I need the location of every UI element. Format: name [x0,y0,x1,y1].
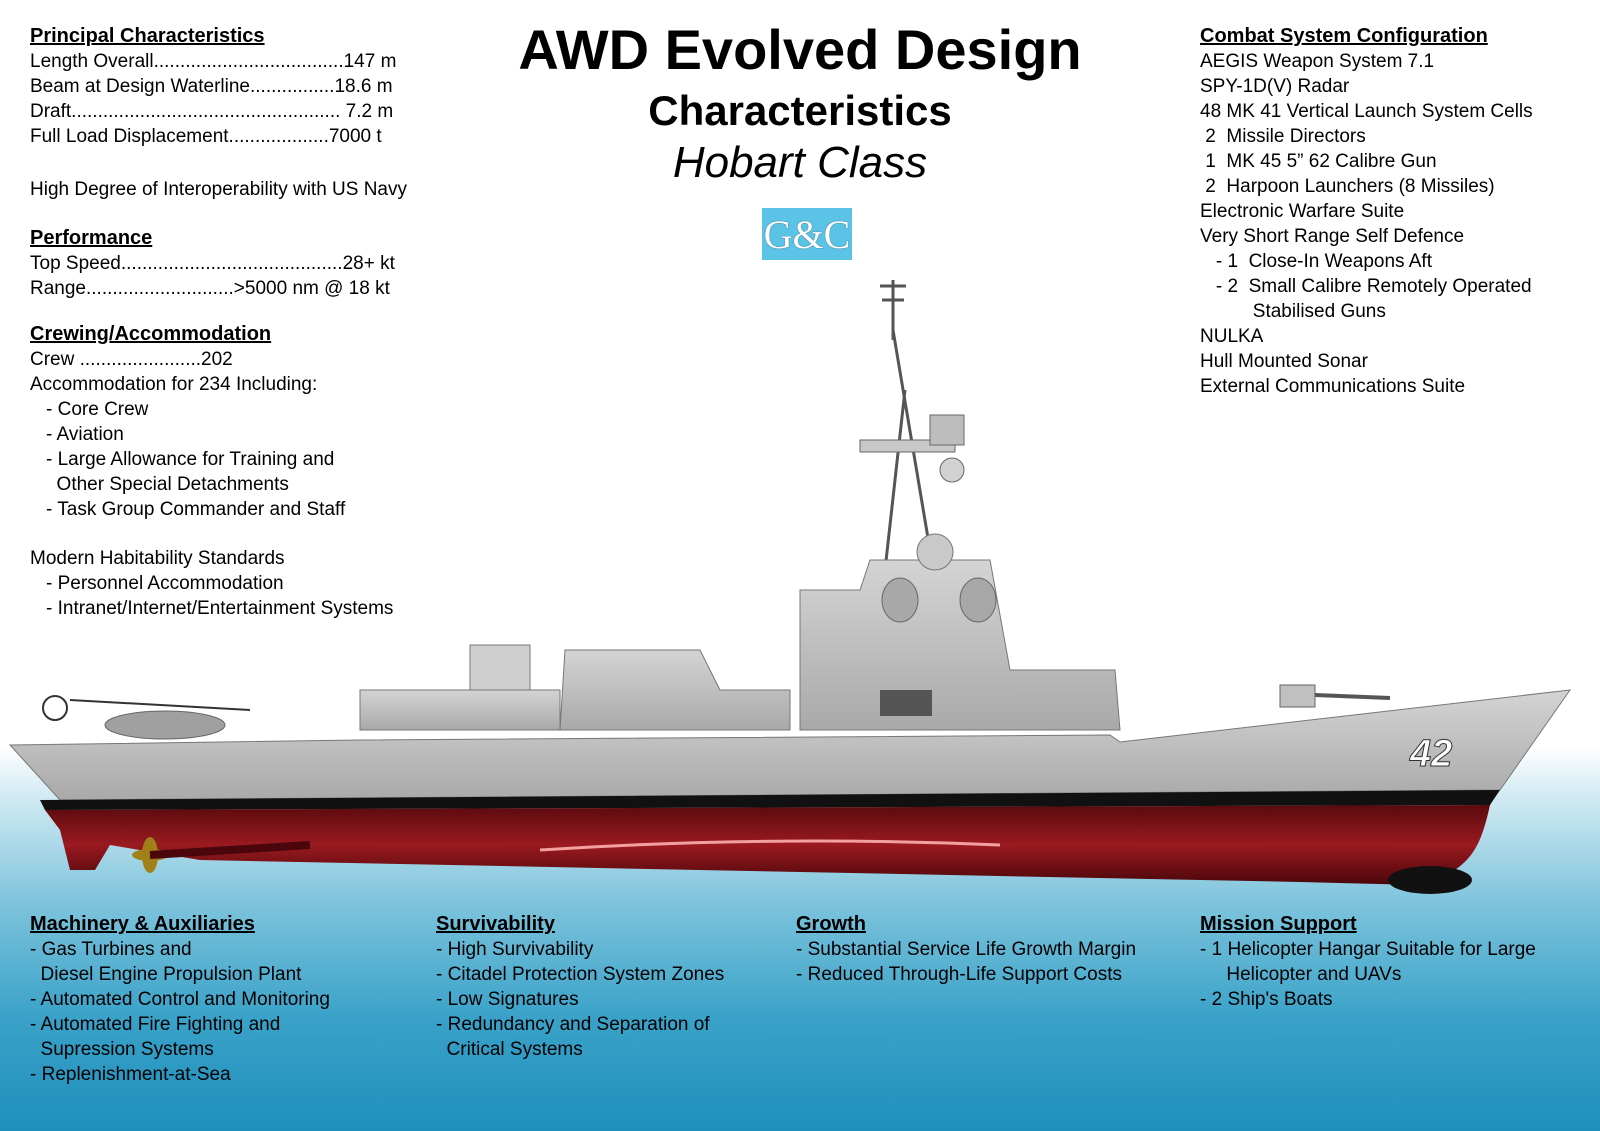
survivability-line: Critical Systems [436,1039,583,1060]
mission-line: - 2 Ship's Boats [1200,989,1333,1010]
habitability-item: - Personnel Accommodation [46,573,284,594]
hull-number: 42 [1409,733,1452,775]
machinery-line: - Gas Turbines and [30,939,192,960]
combat-system-section: Combat System Configuration AEGIS Weapon… [1200,24,1595,399]
combat-line: AEGIS Weapon System 7.1 [1200,51,1435,72]
interop-text: High Degree of Interoperability with US … [30,179,408,200]
machinery-line: - Automated Control and Monitoring [30,989,330,1010]
machinery-heading: Machinery & Auxiliaries [30,913,255,935]
spy-array-aft [959,577,997,623]
survivability-line: - High Survivability [436,939,594,960]
machinery-line: - Automated Fire Fighting and [30,1014,281,1035]
performance-section: Performance Top Speed...................… [30,226,490,301]
mast-radar [929,414,965,446]
machinery-section: Machinery & Auxiliaries - Gas Turbines a… [30,912,430,1087]
combat-heading: Combat System Configuration [1200,25,1488,47]
principal-characteristics-section: Principal Characteristics Length Overall… [30,24,490,202]
performance-line: Range............................>5000 n… [30,278,390,299]
principal-heading: Principal Characteristics [30,25,265,47]
principal-line: Length Overall..........................… [30,51,397,72]
crewing-section: Crewing/Accommodation Crew .............… [30,322,510,621]
machinery-line: - Replenishment-at-Sea [30,1064,231,1085]
sonar-dome [1388,866,1472,894]
main-mast [880,280,932,571]
combat-line: NULKA [1200,326,1264,347]
combat-line: - 1 Close-In Weapons Aft [1200,251,1432,272]
combat-line: 48 MK 41 Vertical Launch System Cells [1200,101,1533,122]
performance-line: Top Speed...............................… [30,253,395,274]
mission-heading: Mission Support [1200,913,1357,935]
accommodation-line: Accommodation for 234 Including: [30,374,318,395]
mission-support-section: Mission Support - 1 Helicopter Hangar Su… [1200,912,1595,1012]
combat-line: SPY-1D(V) Radar [1200,76,1350,97]
principal-line: Full Load Displacement..................… [30,126,382,147]
combat-line: Stabilised Guns [1200,301,1386,322]
survivability-line: - Citadel Protection System Zones [436,964,725,985]
combat-line: Very Short Range Self Defence [1200,226,1465,247]
mk45-gun [1279,684,1316,708]
combat-line: 2 Missile Directors [1200,126,1366,147]
gc-logo: G&C [762,208,852,260]
crewing-heading: Crewing/Accommodation [30,323,272,345]
survivability-line: - Low Signatures [436,989,579,1010]
growth-line: - Reduced Through-Life Support Costs [796,964,1122,985]
hull-highlight [539,839,1001,852]
growth-line: - Substantial Service Life Growth Margin [796,939,1137,960]
habitability-line: Modern Habitability Standards [30,548,285,569]
crew-line: Crew .......................202 [30,349,233,370]
survivability-line: - Redundancy and Separation of [436,1014,710,1035]
harpoon-launchers [880,690,932,716]
machinery-line: Supression Systems [30,1039,214,1060]
sensor-dome [916,533,954,571]
hangar-block [559,649,791,731]
crewing-item: Other Special Detachments [46,474,289,495]
performance-heading: Performance [30,227,153,249]
boot-topping [40,790,1500,810]
growth-heading: Growth [796,913,866,935]
helicopter-illustration [42,695,251,740]
page-title: AWD Evolved Design [518,18,1082,81]
mast-dome [939,457,965,483]
combat-line: 1 MK 45 5” 62 Calibre Gun [1200,151,1437,172]
combat-line: Hull Mounted Sonar [1200,351,1368,372]
machinery-line: Diesel Engine Propulsion Plant [30,964,302,985]
principal-line: Beam at Design Waterline................… [30,76,393,97]
logo-text: G&C [763,211,851,257]
principal-line: Draft...................................… [30,101,394,122]
mission-line: - 1 Helicopter Hangar Suitable for Large [1200,939,1536,960]
combat-line: 2 Harpoon Launchers (8 Missiles) [1200,176,1495,197]
combat-line: - 2 Small Calibre Remotely Operated [1200,276,1532,297]
aft-director [469,644,531,691]
main-superstructure [799,559,1121,731]
hull-lower [45,805,1490,885]
crewing-item: - Core Crew [46,399,149,420]
page-subtitle: Characteristics [648,87,952,134]
mission-line: Helicopter and UAVs [1200,964,1402,985]
survivability-section: Survivability - High Survivability - Cit… [436,912,796,1062]
crewing-item: - Task Group Commander and Staff [46,499,346,520]
crewing-item: - Large Allowance for Training and [46,449,335,470]
class-name: Hobart Class [672,138,928,187]
habitability-item: - Intranet/Internet/Entertainment System… [46,598,394,619]
destroyer-illustration: 42 [8,280,1572,894]
aft-deckhouse [359,689,561,731]
survivability-heading: Survivability [436,913,555,935]
crewing-item: - Aviation [46,424,124,445]
spy-array-port [881,577,919,623]
combat-line: Electronic Warfare Suite [1200,201,1405,222]
growth-section: Growth - Substantial Service Life Growth… [796,912,1196,987]
combat-line: External Communications Suite [1200,376,1466,397]
